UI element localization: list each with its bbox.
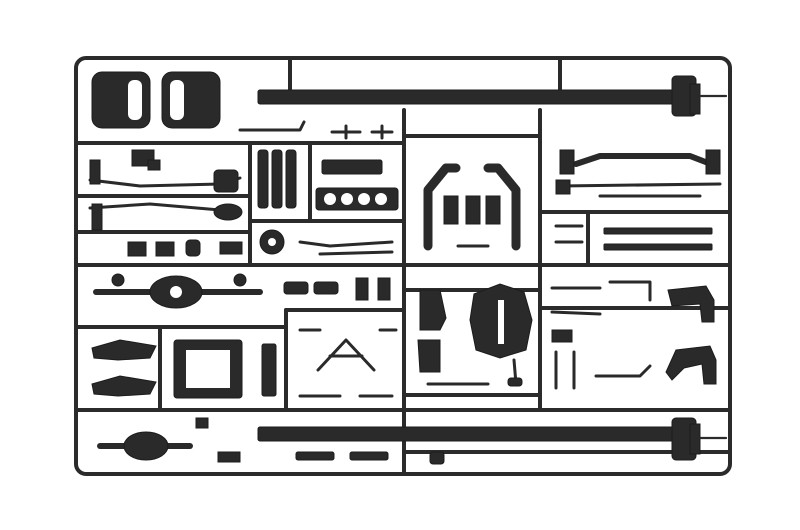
a-frame bbox=[298, 328, 398, 398]
hub-area bbox=[127, 229, 394, 257]
cross-member bbox=[315, 159, 399, 211]
chain-strips bbox=[554, 224, 713, 251]
intake-pipes bbox=[423, 163, 521, 251]
right-mid-parts bbox=[550, 286, 652, 390]
sprue-runners bbox=[74, 56, 732, 476]
fuel-tank bbox=[469, 283, 533, 387]
leaf-springs bbox=[257, 149, 297, 209]
bottom-small-parts bbox=[295, 451, 445, 465]
upper-left-parts bbox=[131, 120, 394, 171]
bottom-diff bbox=[97, 417, 241, 463]
left-brackets bbox=[91, 339, 157, 397]
shock-parts bbox=[283, 277, 391, 301]
exhaust-pipes bbox=[608, 280, 717, 385]
chassis-rail-bottom bbox=[257, 417, 728, 461]
radiator-frame bbox=[173, 339, 277, 399]
chassis-rail-top bbox=[257, 75, 728, 117]
rear-axle bbox=[93, 273, 263, 309]
mirror-left bbox=[91, 71, 151, 129]
bracket-parts bbox=[417, 289, 490, 386]
link-rods-left bbox=[88, 159, 243, 231]
front-axle bbox=[555, 149, 722, 198]
mirror-right bbox=[161, 71, 221, 129]
